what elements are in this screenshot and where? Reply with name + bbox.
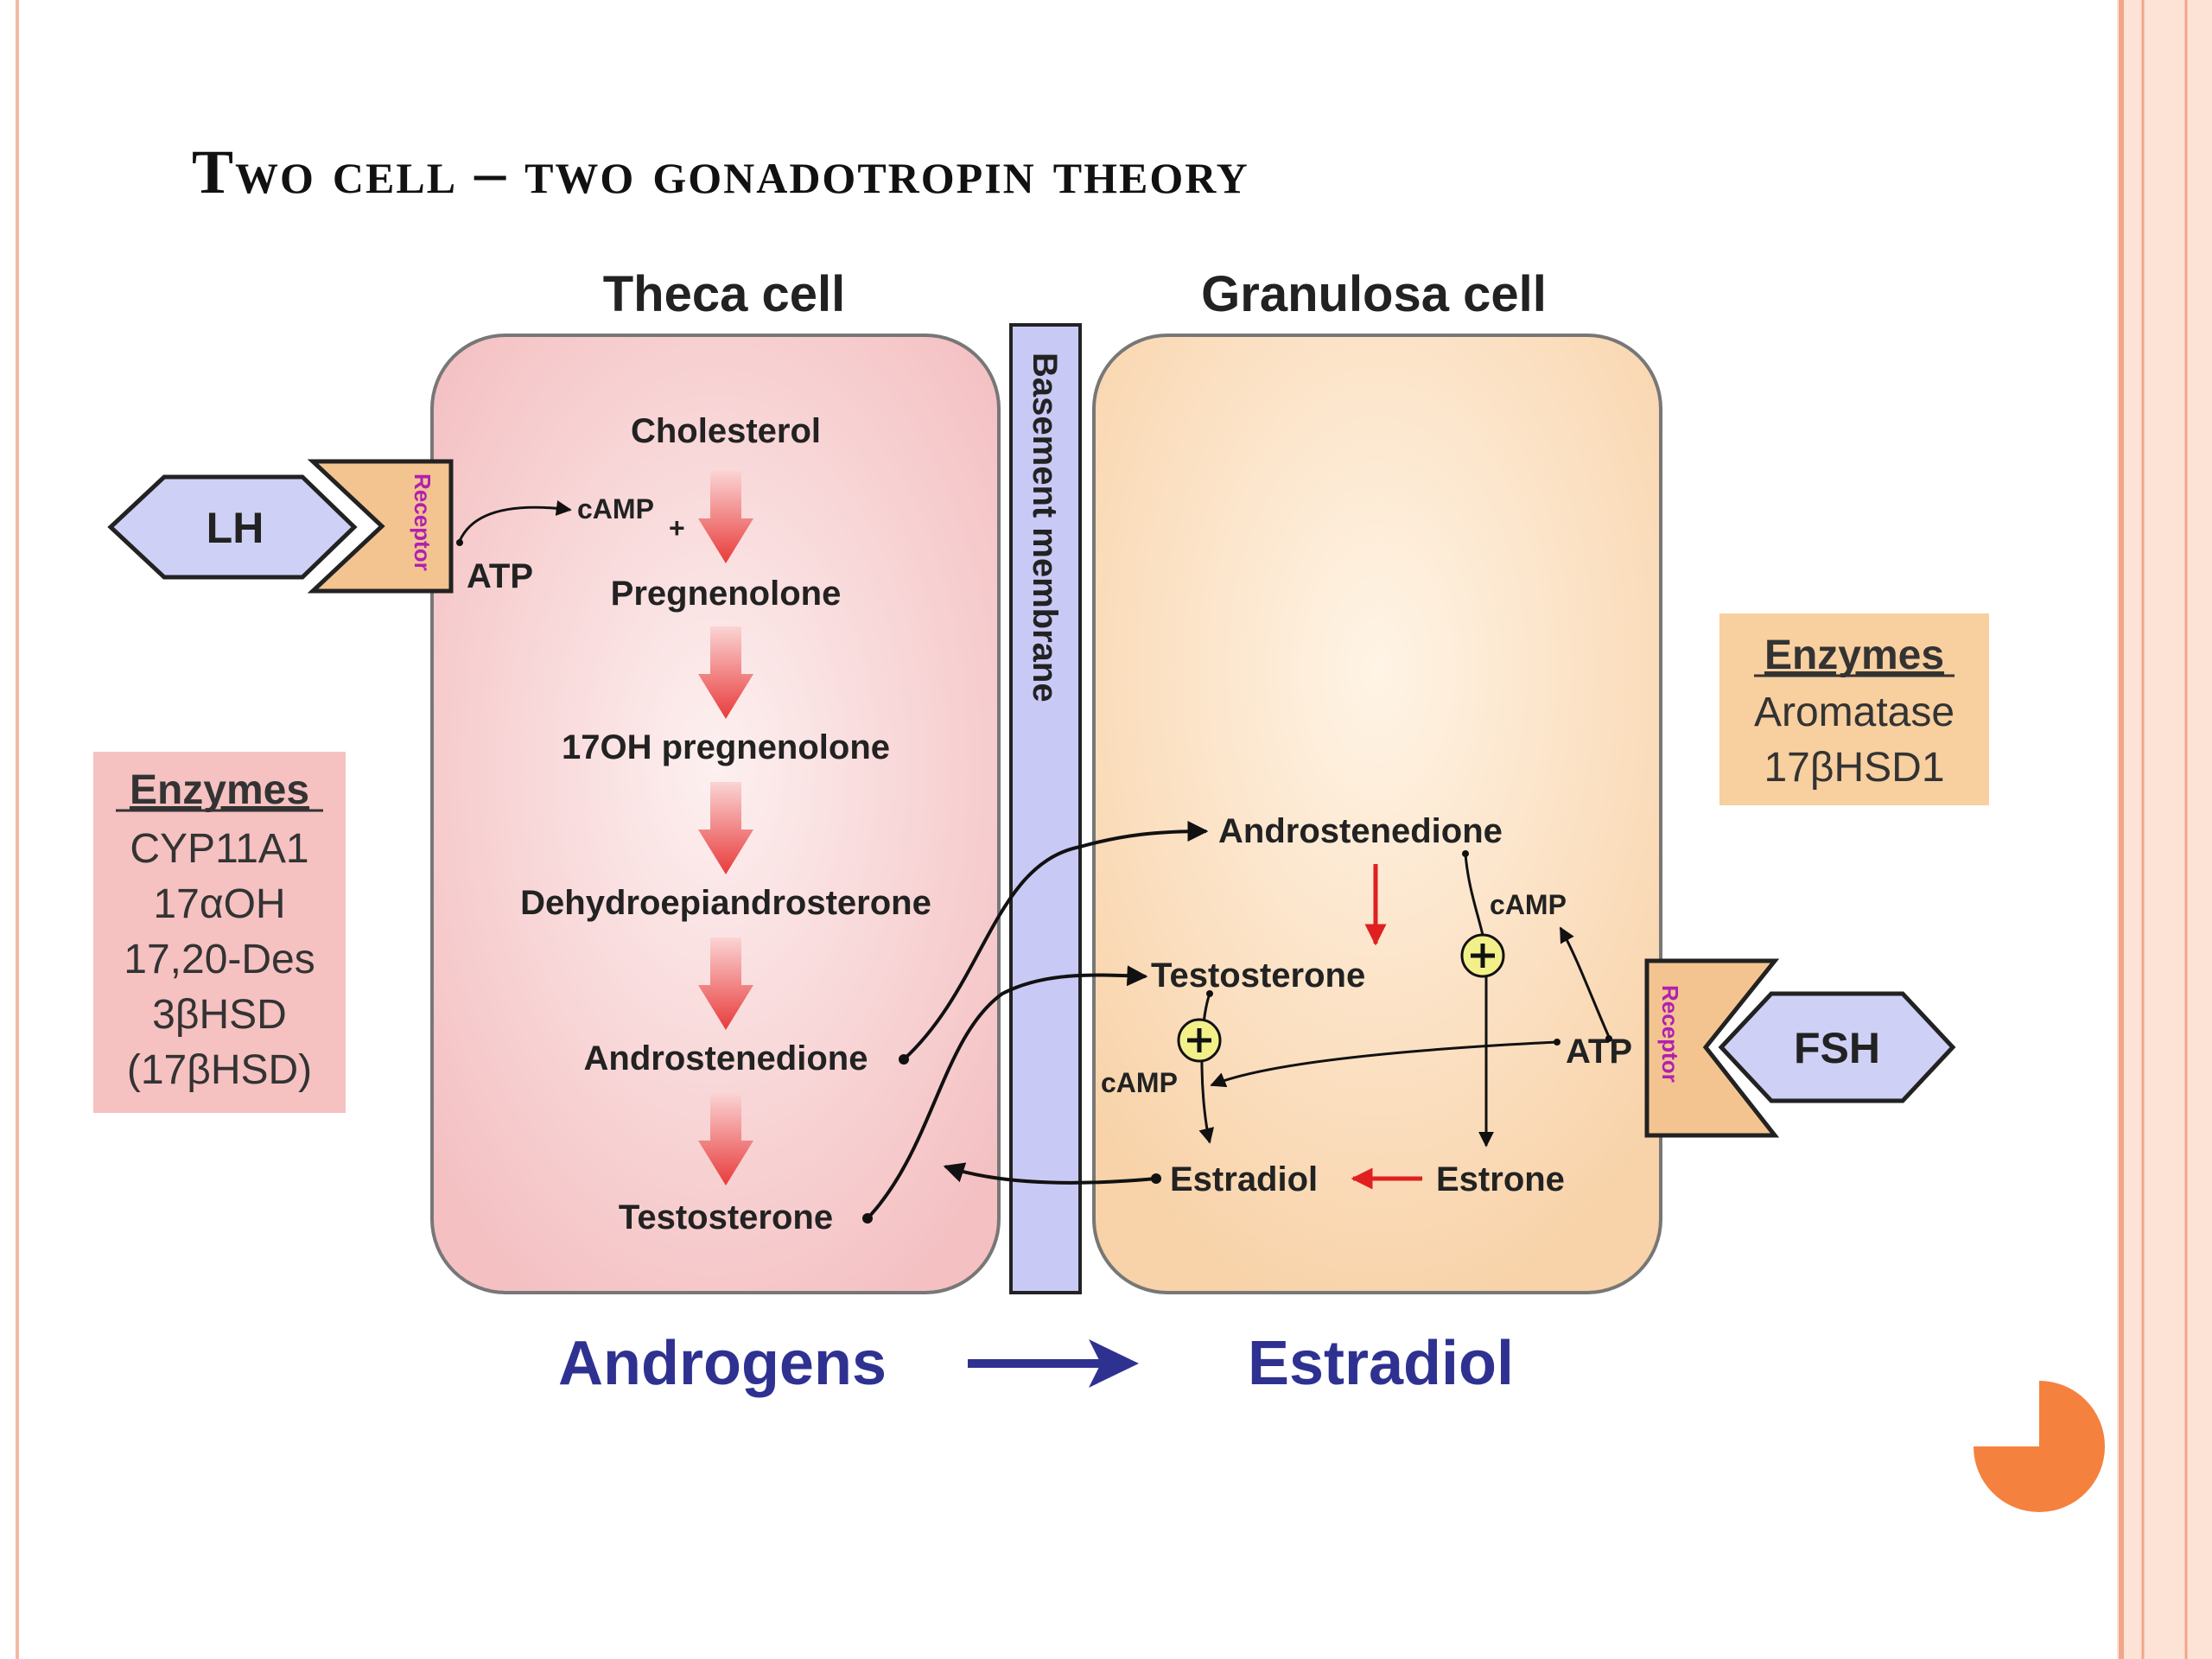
down-arrow-2	[698, 626, 753, 719]
arrow-testosterone-transfer	[866, 965, 1148, 1220]
arrow-atp-camp-upper	[1559, 926, 1611, 1038]
fsh-hexagon	[1718, 991, 1956, 1103]
step-cholesterol: Cholesterol	[631, 412, 821, 450]
lh-label: LH	[207, 504, 264, 552]
granulosa-enzymes-heading: Enzymes	[1764, 632, 1944, 678]
theca-plus: +	[669, 512, 685, 543]
lh-receptor	[307, 459, 454, 594]
gran-testosterone: Testosterone	[1151, 957, 1365, 995]
side-border-panel	[2117, 0, 2212, 1659]
bottom-arrow-head	[1089, 1339, 1139, 1388]
theca-enzyme-4: 3βHSD	[152, 992, 287, 1038]
gran-estradiol: Estradiol	[1170, 1160, 1318, 1198]
down-arrow-5	[698, 1093, 753, 1185]
fsh-receptor	[1644, 958, 1780, 1138]
down-arrow-3	[698, 782, 753, 874]
bottom-estradiol: Estradiol	[1248, 1329, 1514, 1398]
basement-membrane	[1009, 323, 1082, 1294]
gran-camp-upper: cAMP	[1490, 889, 1567, 920]
down-arrow-4	[698, 938, 753, 1030]
step-pregnenolone: Pregnenolone	[611, 575, 842, 613]
basement-membrane-label: Basement membrane	[1026, 353, 1064, 702]
step-dhea: Dehydroepiandrosterone	[520, 884, 931, 922]
lh-receptor-label: Receptor	[410, 474, 435, 571]
arrow-atp-camp-lower	[1210, 1040, 1558, 1088]
granulosa-enzymes-box	[1719, 613, 1989, 805]
atp-to-camp-arrow	[458, 500, 572, 542]
granulosa-cell-body	[1092, 334, 1662, 1294]
gran-camp-lower: cAMP	[1101, 1067, 1178, 1098]
slide-title: Two cell – two gonadotropin theory	[192, 137, 1249, 207]
down-arrow-1	[698, 471, 753, 563]
orange-corner-circle	[1974, 1381, 2105, 1512]
theca-heading: Theca cell	[603, 266, 845, 322]
granulosa-enzyme-2: 17βHSD1	[1764, 745, 1944, 791]
arrow-testosterone-estradiol	[1198, 993, 1215, 1144]
theca-enzymes-box	[93, 752, 346, 1113]
gran-estrone: Estrone	[1436, 1160, 1565, 1198]
bottom-androgens: Androgens	[558, 1329, 887, 1398]
theca-enzyme-1: CYP11A1	[130, 826, 308, 872]
theca-atp: ATP	[467, 557, 533, 595]
gran-androstenedione: Androstenedione	[1218, 812, 1503, 850]
fsh-receptor-label: Receptor	[1657, 985, 1683, 1083]
step-androstenedione: Androstenedione	[584, 1039, 868, 1077]
fsh-label: FSH	[1794, 1024, 1880, 1072]
granulosa-heading: Granulosa cell	[1201, 266, 1547, 322]
gran-atp: ATP	[1566, 1033, 1632, 1071]
step-17oh-pregnenolone: 17OH pregnenolone	[562, 728, 890, 766]
arrow-estradiol-return	[943, 1162, 1157, 1185]
theca-enzyme-3: 17,20-Des	[124, 937, 315, 982]
theca-enzymes-heading: Enzymes	[130, 767, 309, 813]
theca-pathway-arrows	[698, 471, 753, 1185]
theca-enzyme-2: 17αOH	[153, 881, 285, 927]
step-testosterone: Testosterone	[619, 1198, 833, 1236]
granulosa-enzyme-1: Aromatase	[1754, 690, 1955, 735]
lh-hexagon	[107, 474, 358, 580]
arrow-androstenedione-transfer	[902, 821, 1209, 1061]
theca-camp: cAMP	[577, 493, 654, 524]
theca-enzyme-5: (17βHSD)	[127, 1047, 312, 1093]
